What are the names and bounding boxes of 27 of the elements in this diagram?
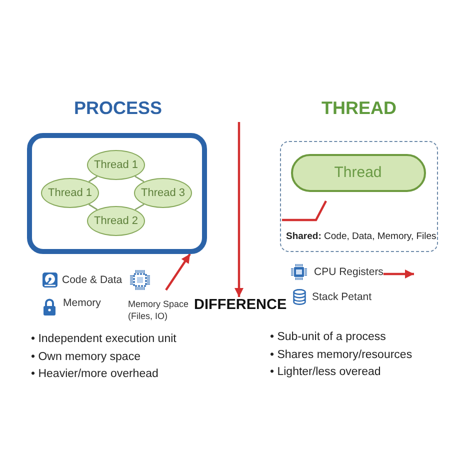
thread-ellipse: Thread 1	[41, 178, 99, 208]
shared-note: Shared: Code, Data, Memory, Files	[286, 231, 436, 242]
item-label: Memory	[63, 297, 101, 309]
section-title: THREAD	[322, 97, 396, 120]
thread-ellipse: Thread 1	[87, 150, 145, 180]
item-label: CPU Registers	[314, 266, 384, 279]
connector-line	[88, 176, 98, 182]
thread-ellipse: Thread 3	[134, 178, 192, 208]
list-item: • Own memory space	[31, 350, 140, 364]
item-label: Memory Space (Files, IO)	[128, 298, 190, 322]
section-title: PROCESS	[74, 97, 162, 120]
connector-line	[88, 204, 98, 210]
thread-pill: Thread	[290, 154, 426, 192]
list-item: • Lighter/less overead	[270, 365, 381, 380]
connector-line	[134, 176, 144, 182]
item-label: Stack Petant	[312, 291, 372, 303]
arrow	[383, 270, 414, 278]
list-item: • Sub-unit of a process	[270, 330, 386, 345]
item-label: Code & Data	[62, 274, 122, 286]
list-item: • Heavier/more overhead	[31, 367, 158, 382]
connector-line	[134, 204, 144, 210]
center-heading: DIFFERENCE	[194, 297, 287, 314]
arrow	[234, 122, 244, 297]
arrow	[165, 253, 191, 291]
thread-ellipse: Thread 2	[87, 206, 145, 236]
list-item: • Independent execution unit	[31, 332, 176, 347]
list-item: • Shares memory/resources	[270, 348, 412, 362]
